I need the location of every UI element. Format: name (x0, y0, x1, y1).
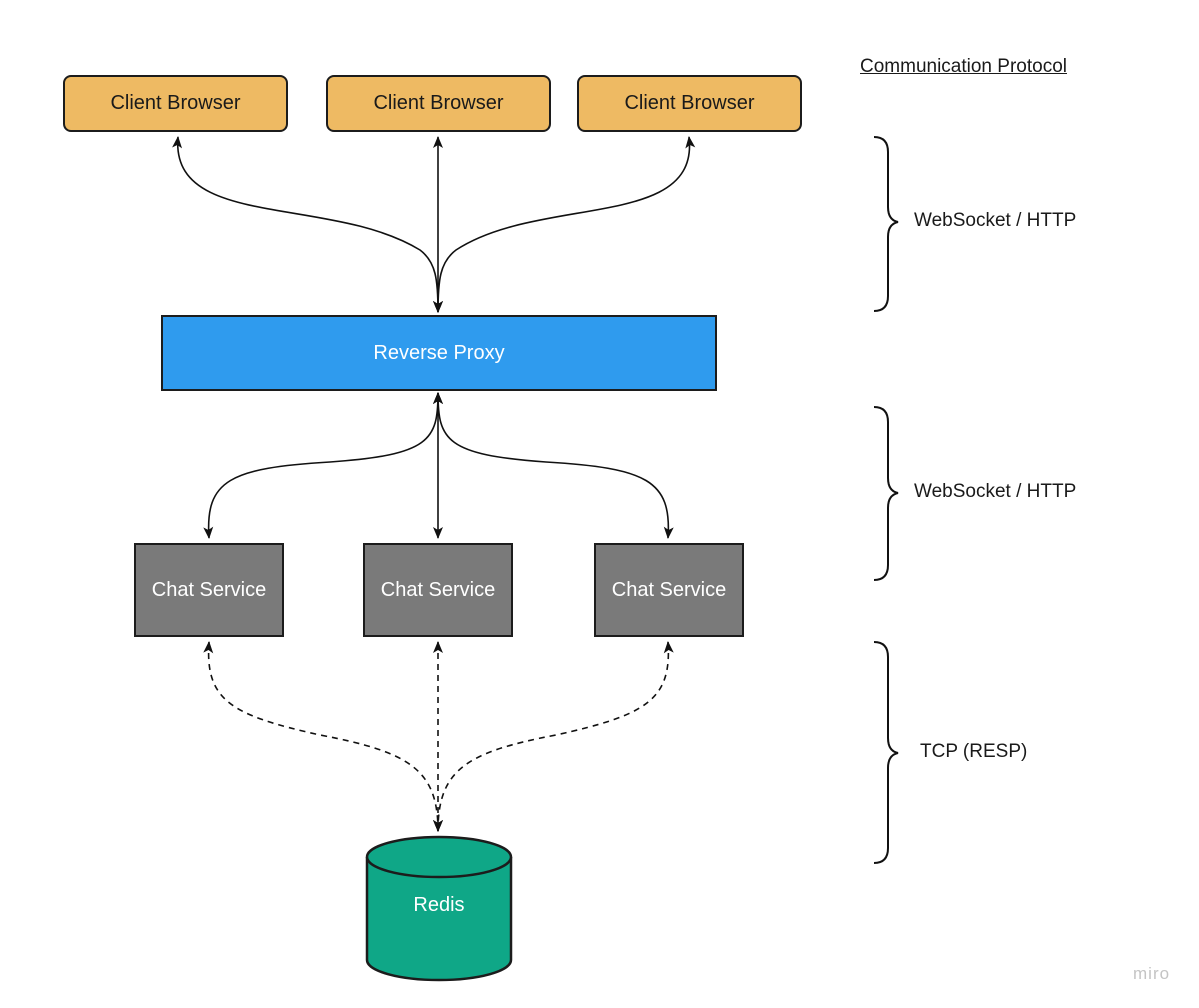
redis-label: Redis (413, 894, 465, 916)
connector-proxy-service-3 (433, 392, 674, 539)
chat-service-label: Chat Service (380, 578, 496, 601)
connector-proxy-service-1 (203, 392, 443, 539)
communication-protocol-title: Communication Protocol (860, 56, 1067, 77)
connector-client-1-proxy (172, 136, 443, 313)
brace-websocket-lower (873, 406, 899, 581)
client-browser-label: Client Browser (624, 92, 755, 114)
chat-service-box: Chat Service (363, 543, 513, 637)
client-browser-box: Client Browser (63, 75, 288, 132)
client-browser-box: Client Browser (577, 75, 802, 132)
connector-service-1-redis (203, 641, 443, 832)
protocol-label-websocket-lower: WebSocket / HTTP (914, 481, 1077, 502)
chat-service-box: Chat Service (594, 543, 744, 637)
protocol-label-websocket-upper: WebSocket / HTTP (914, 210, 1077, 231)
miro-watermark: miro (1133, 964, 1171, 983)
brace-websocket-upper (873, 136, 899, 312)
chat-service-label: Chat Service (151, 578, 267, 601)
chat-service-box: Chat Service (134, 543, 284, 637)
brace-tcp (873, 641, 899, 864)
client-browser-label: Client Browser (110, 92, 241, 114)
connector-client-3-proxy (433, 136, 696, 313)
redis-cylinder (365, 835, 513, 982)
client-browser-label: Client Browser (373, 92, 504, 114)
chat-service-label: Chat Service (611, 578, 727, 601)
connector-service-3-redis (433, 641, 674, 832)
protocol-label-tcp: TCP (RESP) (920, 741, 1028, 762)
client-browser-box: Client Browser (326, 75, 551, 132)
reverse-proxy-box: Reverse Proxy (161, 315, 717, 391)
reverse-proxy-label: Reverse Proxy (373, 341, 505, 364)
